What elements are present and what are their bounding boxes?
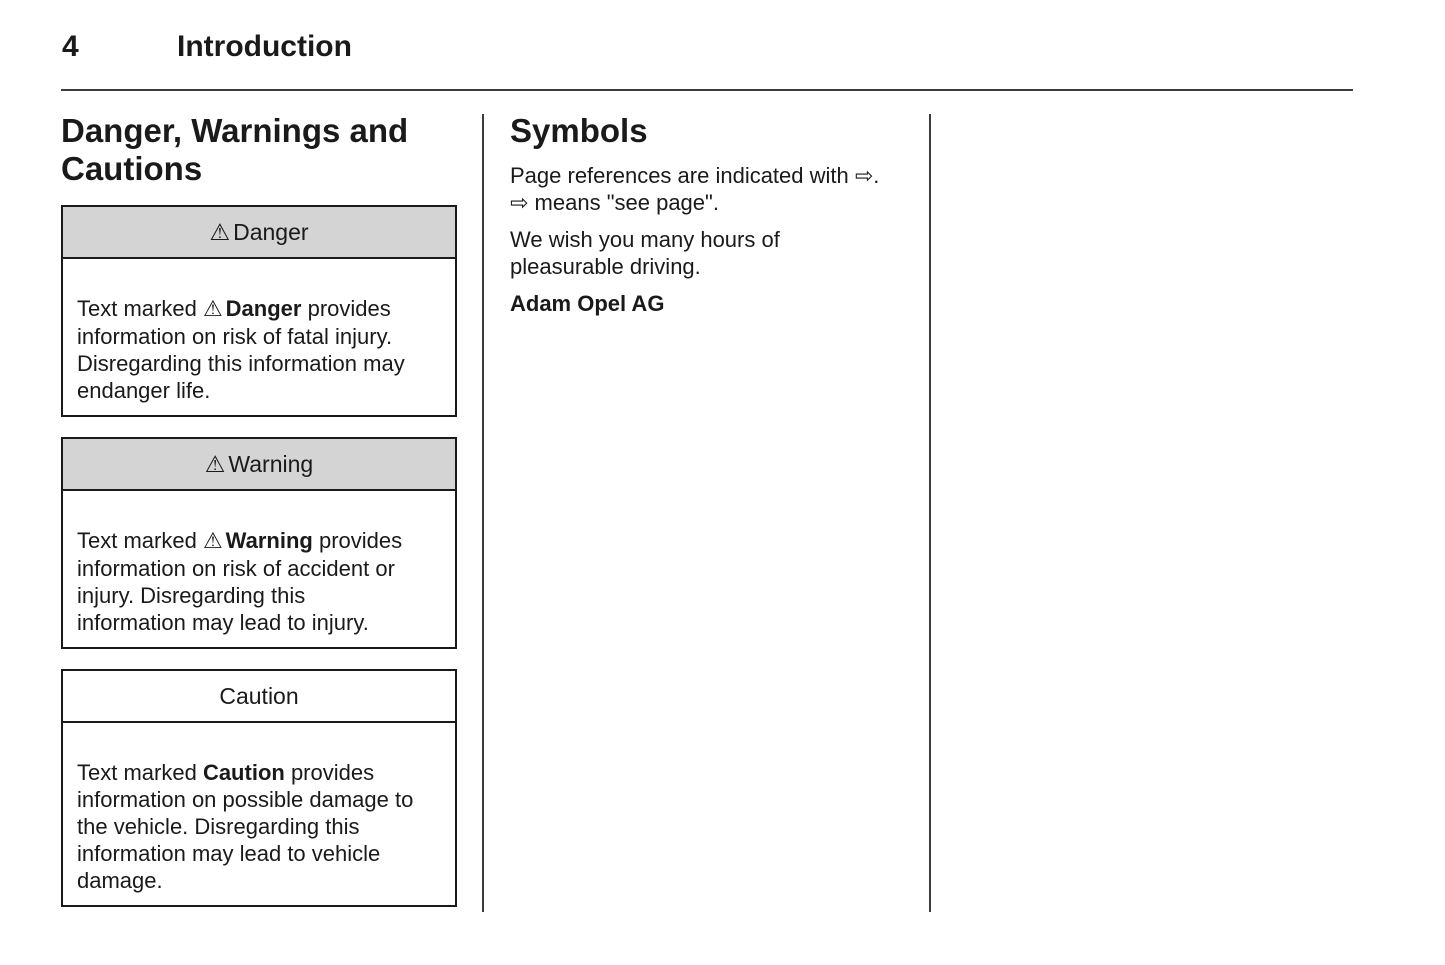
page-number: 4 (62, 30, 79, 63)
warning-triangle-icon: ⚠ (202, 297, 223, 322)
column-divider (482, 114, 484, 912)
warnings-heading: Danger, Warnings and Cautions (61, 112, 409, 187)
header-rule (61, 89, 1353, 91)
caution-box-title: Caution (219, 683, 299, 709)
warnings-section: Danger, Warnings and Cautions ⚠Danger Te… (61, 112, 457, 927)
danger-box-body: Text marked ⚠Danger provides information… (77, 296, 405, 403)
symbols-section: Symbols Page references are indicated wi… (510, 112, 930, 327)
danger-box-title: Danger (233, 219, 309, 245)
warning-triangle-icon: ⚠ (202, 529, 223, 554)
manufacturer-signature: Adam Opel AG (510, 291, 665, 316)
caution-box: Caution Text marked Caution provides inf… (61, 669, 457, 907)
symbols-paragraph-wish: We wish you many hours of pleasurable dr… (510, 227, 780, 279)
warning-triangle-icon: ⚠ (209, 220, 231, 246)
warning-box-title: Warning (228, 451, 314, 477)
warning-triangle-icon: ⚠ (204, 452, 226, 478)
warning-box: ⚠Warning Text marked ⚠Warning provides i… (61, 437, 457, 649)
column-divider (929, 114, 931, 912)
symbols-heading: Symbols (510, 112, 648, 149)
symbols-paragraph-page-references: Page references are indicated with ⇨. ⇨ … (510, 163, 880, 215)
caution-box-header: Caution (63, 671, 455, 723)
danger-box: ⚠Danger Text marked ⚠Danger provides inf… (61, 205, 457, 417)
caution-box-body: Text marked Caution provides information… (77, 760, 414, 893)
chapter-title: Introduction (177, 30, 352, 63)
warning-box-header: ⚠Warning (63, 439, 455, 491)
warning-box-body: Text marked ⚠Warning provides informatio… (77, 528, 403, 635)
danger-box-header: ⚠Danger (63, 207, 455, 259)
